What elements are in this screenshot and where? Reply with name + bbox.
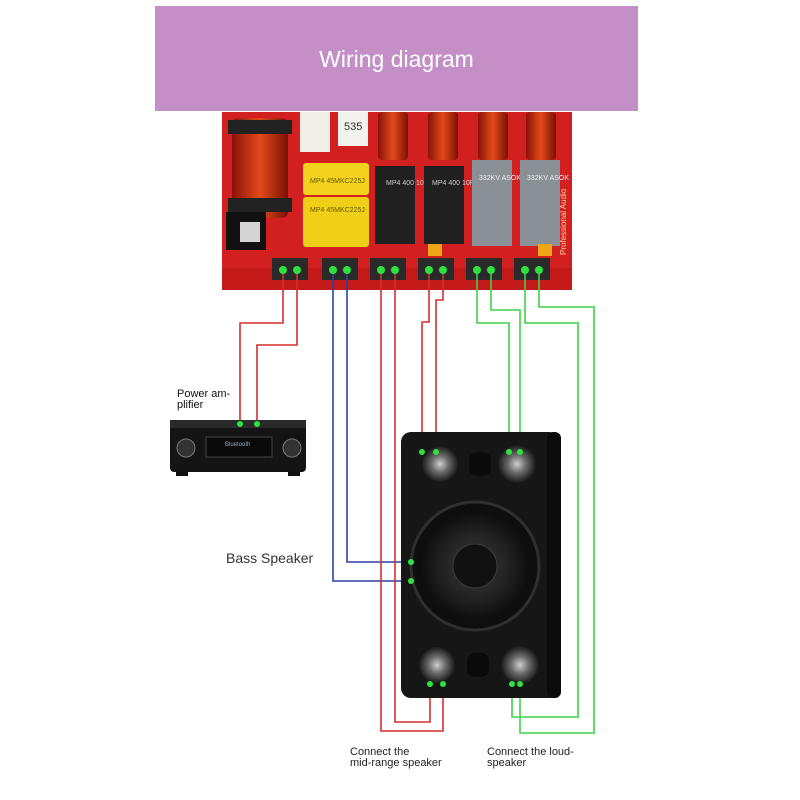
terminal-dots xyxy=(279,266,543,274)
wire-bass-2 xyxy=(346,274,411,563)
large-inductor xyxy=(226,118,292,250)
mid-range-caption-line2: mid-range speaker xyxy=(350,757,442,769)
capacitor-1-label: MP4 45MKC225J xyxy=(310,178,365,185)
mid-range-caption: Connect the mid-range speaker xyxy=(350,747,470,769)
loudspeaker-caption-line2: speaker xyxy=(487,757,527,769)
wire-tw-low-2 xyxy=(519,274,595,734)
resistor-1-label: MP4 400 10R xyxy=(386,180,429,187)
resistor-3: 332KV ASOK xyxy=(472,160,521,246)
resistor-4-label: 332KV ASOK xyxy=(527,175,569,182)
small-coil-3 xyxy=(478,112,508,160)
resistor-4: 332KV ASOK xyxy=(520,160,569,246)
wire-amp-1 xyxy=(239,274,284,424)
speaker-cabinet xyxy=(401,432,561,698)
wire-mid-top-2 xyxy=(435,274,444,452)
wire-tw-top-2 xyxy=(490,274,521,452)
amplifier-label-line1: Power am- xyxy=(177,388,231,400)
mid-range-caption-line1: Connect the xyxy=(350,746,410,758)
capacitor-2: MP4 45MKC225J xyxy=(303,197,369,247)
resistor-2: MP4 400 10R xyxy=(424,166,475,244)
board-brand-text: Professional Audio xyxy=(559,188,568,255)
small-coil-1 xyxy=(378,112,408,160)
resistor-1: MP4 400 10R xyxy=(375,166,429,244)
wire-bass-1 xyxy=(332,274,411,582)
wire-tw-low-1 xyxy=(511,274,579,718)
amplifier-label: Power am- plifier xyxy=(177,389,267,411)
white-resistor xyxy=(300,112,330,152)
wire-mid-top-1 xyxy=(421,274,430,452)
resistor-2-label: MP4 400 10R xyxy=(432,180,475,187)
power-amplifier: Bluetooth xyxy=(170,420,306,476)
marked-component xyxy=(338,112,368,146)
capacitor-1: MP4 45MKC225J xyxy=(303,163,369,195)
loudspeaker-caption: Connect the loud- speaker xyxy=(487,747,607,769)
wire-amp-2 xyxy=(256,274,298,424)
resistor-3-label: 332KV ASOK xyxy=(479,175,521,182)
top-marking-text: 535 xyxy=(344,121,362,133)
wire-tw-top-1 xyxy=(476,274,510,452)
diagram-title: Wiring diagram xyxy=(319,46,474,72)
loudspeaker-caption-line1: Connect the loud- xyxy=(487,746,574,758)
crossover-board: 535 MP4 45MKC225J MP4 45MKC225J MP4 400 … xyxy=(222,112,572,290)
capacitor-2-label: MP4 45MKC225J xyxy=(310,207,365,214)
bass-speaker-label: Bass Speaker xyxy=(226,550,314,566)
tweeter-top xyxy=(497,444,537,484)
small-coil-2 xyxy=(428,112,458,160)
speaker-terminals xyxy=(408,449,523,687)
small-coil-4 xyxy=(526,112,556,160)
wire-mid-low-2 xyxy=(394,274,431,723)
tweeter-bottom xyxy=(500,645,540,685)
amplifier-label-line2: plifier xyxy=(177,399,204,411)
wire-mid-low-1 xyxy=(380,274,444,732)
wires xyxy=(239,274,595,734)
mid-driver-bottom xyxy=(418,646,456,684)
title-banner: Wiring diagram xyxy=(155,6,638,111)
mid-driver-top xyxy=(421,445,459,483)
amp-display-text: Bluetooth xyxy=(225,442,250,448)
terminal-blocks xyxy=(272,258,550,280)
